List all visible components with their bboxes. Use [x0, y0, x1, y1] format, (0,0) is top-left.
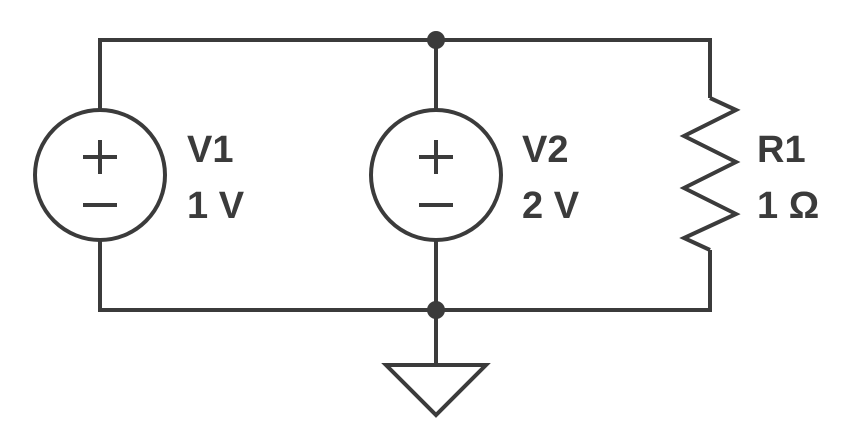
r1-value-label: 1 Ω [757, 185, 819, 227]
voltage-source-v2 [369, 108, 503, 242]
r1-name-label: R1 [757, 129, 806, 171]
source-circle [369, 108, 503, 242]
junction-bottom [427, 301, 445, 319]
v2-name-label: V2 [522, 129, 568, 171]
ground-symbol [381, 363, 491, 418]
source-circle [33, 108, 167, 242]
v2-value-label: 2 V [522, 185, 580, 227]
v1-value-label: 1 V [187, 185, 245, 227]
v1-name-label: V1 [187, 129, 233, 171]
resistor-r1 [679, 96, 741, 252]
junction-top [427, 31, 445, 49]
voltage-source-v1 [33, 108, 167, 242]
